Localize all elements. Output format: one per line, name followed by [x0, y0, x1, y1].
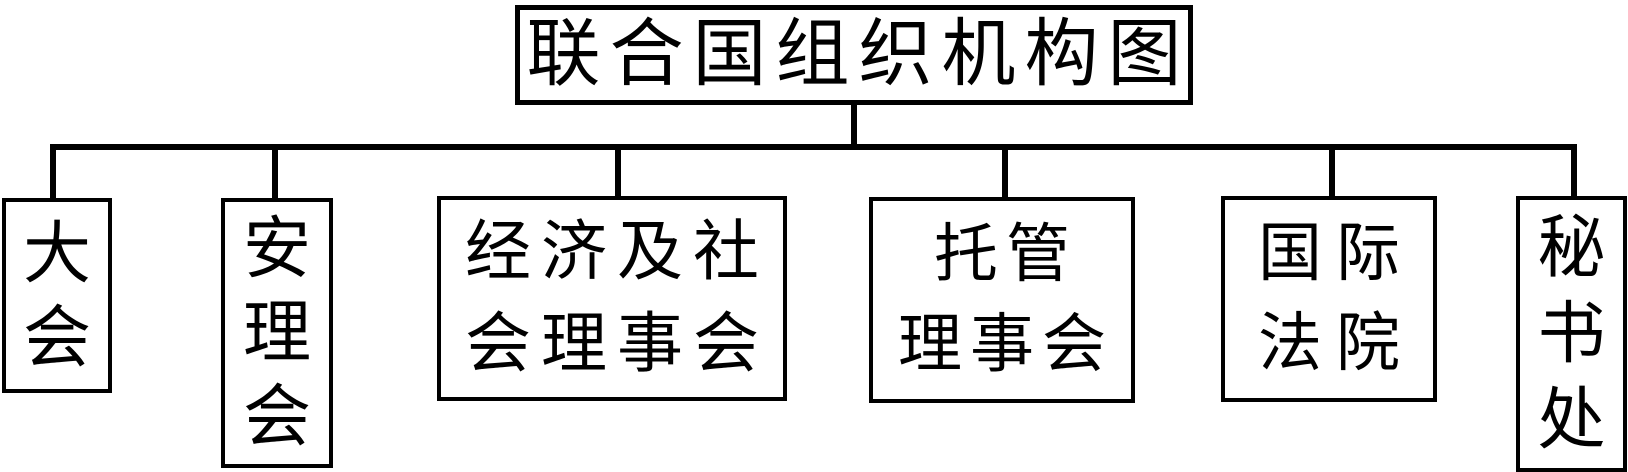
- node-international-court-of-justice: 国际 法院: [1221, 196, 1437, 402]
- connector-drop-ecosoc: [615, 147, 621, 199]
- root-node-un-title: 联合国组织机构图: [515, 5, 1193, 105]
- node-economic-and-social-council: 经济及社 会理事会: [437, 196, 787, 401]
- node-label-line: 会: [242, 379, 311, 455]
- connector-drop-general-assembly: [50, 147, 56, 200]
- connector-bus-line: [50, 144, 1577, 150]
- connector-drop-icj: [1329, 147, 1335, 199]
- node-label-line: 理: [242, 295, 311, 371]
- node-label-line: 理事会: [898, 309, 1114, 380]
- root-node-label: 联合国组织机构图: [526, 14, 1191, 96]
- node-security-council: 安 理 会: [221, 198, 333, 468]
- connector-drop-secretariat: [1571, 147, 1577, 199]
- node-label-line: 经济及社: [465, 215, 769, 289]
- node-label-line: 安: [242, 211, 311, 287]
- connector-drop-security-council: [272, 147, 278, 200]
- node-label-line: 国际: [1258, 218, 1414, 289]
- node-label-line: 大: [22, 215, 91, 292]
- connector-title-drop: [851, 103, 857, 147]
- node-label-line: 会理事会: [465, 307, 769, 381]
- node-label-line: 会: [22, 299, 91, 376]
- node-label-line: 法院: [1258, 308, 1414, 379]
- node-label-line: 秘: [1537, 210, 1606, 286]
- node-general-assembly: 大 会: [2, 198, 112, 393]
- node-label-line: 处: [1537, 382, 1606, 458]
- node-label-line: 托管: [934, 219, 1078, 290]
- connector-drop-trusteeship-council: [1002, 147, 1008, 199]
- node-label-line: 书: [1537, 296, 1606, 372]
- node-secretariat: 秘 书 处: [1516, 196, 1627, 472]
- node-trusteeship-council: 托管 理事会: [869, 197, 1135, 403]
